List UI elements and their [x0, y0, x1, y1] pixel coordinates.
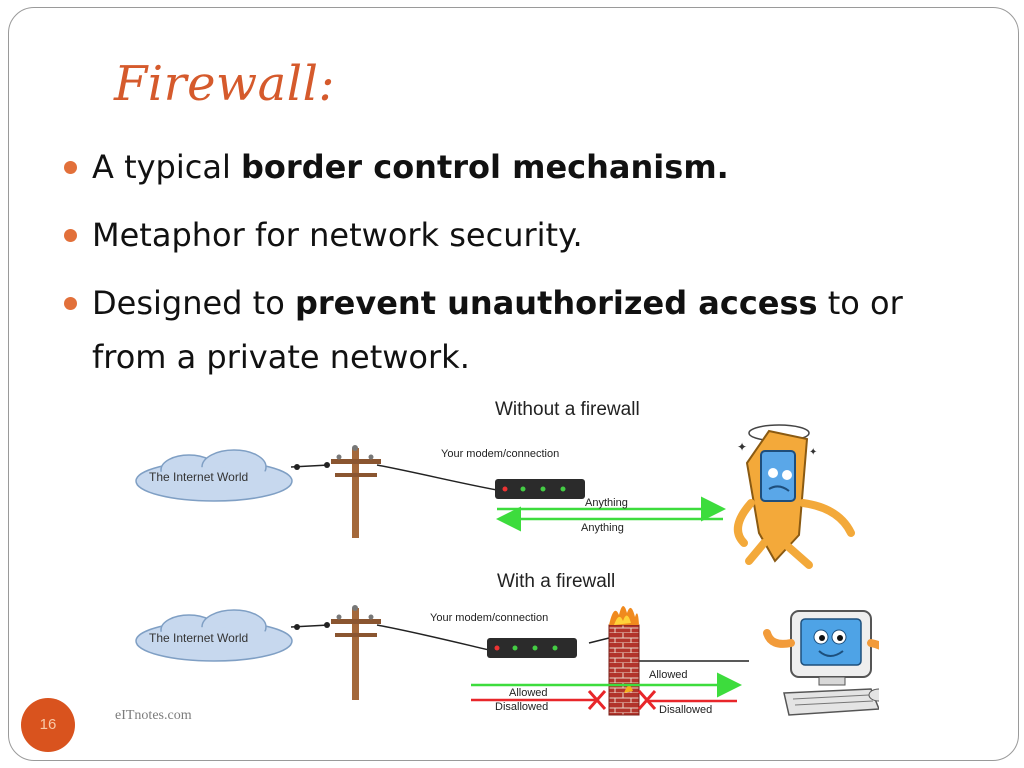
anything-label: Anything — [585, 497, 628, 509]
bullet-item: Designed to prevent unauthorized access … — [64, 276, 964, 384]
utility-pole-icon — [331, 445, 381, 538]
bullet-text: A typical — [92, 148, 242, 186]
bullet-list: A typical border control mechanism. Meta… — [64, 140, 964, 398]
footer-source: eITnotes.com — [115, 708, 192, 723]
anything-label: Anything — [581, 522, 624, 534]
utility-pole-icon — [331, 605, 381, 700]
internet-cloud-label: The Internet World — [149, 631, 248, 645]
internet-cloud-icon — [135, 609, 293, 662]
bullet-bold-text: border control mechanism. — [241, 148, 729, 186]
brick-firewall-icon — [608, 605, 640, 716]
dizzy-device-character-icon: ✦ ✦ — [733, 424, 855, 569]
modem-icon — [495, 479, 585, 499]
bullet-item: A typical border control mechanism. — [64, 140, 964, 194]
bullet-bold-text: prevent unauthorized access — [294, 284, 818, 322]
firewall-diagram: Without a firewall The Internet World Yo — [135, 399, 879, 716]
svg-text:✦: ✦ — [809, 447, 817, 458]
page-number-badge: 16 — [21, 698, 75, 752]
heading-with-firewall: With a firewall — [497, 571, 615, 592]
modem-label: Your modem/connection — [441, 448, 559, 460]
bullet-dot-icon — [64, 229, 77, 242]
slide-title: Firewall: — [114, 56, 336, 112]
allowed-label: Allowed — [509, 687, 548, 699]
svg-text:✦: ✦ — [737, 440, 747, 454]
modem-label: Your modem/connection — [430, 612, 548, 624]
wire — [290, 622, 749, 662]
modem-icon — [487, 638, 577, 658]
disallowed-label: Disallowed — [495, 701, 548, 713]
wire — [290, 462, 498, 491]
happy-computer-character-icon — [763, 610, 879, 716]
bullet-dot-icon — [64, 161, 77, 174]
bullet-dot-icon — [64, 297, 77, 310]
blocked-x-icon — [587, 690, 657, 710]
disallowed-label: Disallowed — [659, 704, 712, 716]
internet-cloud-label: The Internet World — [149, 470, 248, 484]
bullet-text: Metaphor for network security. — [92, 216, 583, 254]
heading-without-firewall: Without a firewall — [495, 399, 640, 420]
bullet-text: Designed to — [92, 284, 295, 322]
internet-cloud-icon — [135, 449, 293, 502]
bullet-text-tail: to or from a private network. — [92, 284, 903, 376]
allowed-label: Allowed — [649, 669, 688, 681]
slide: Firewall: A typical border control mecha… — [8, 7, 1019, 761]
bullet-item: Metaphor for network security. — [64, 208, 964, 262]
